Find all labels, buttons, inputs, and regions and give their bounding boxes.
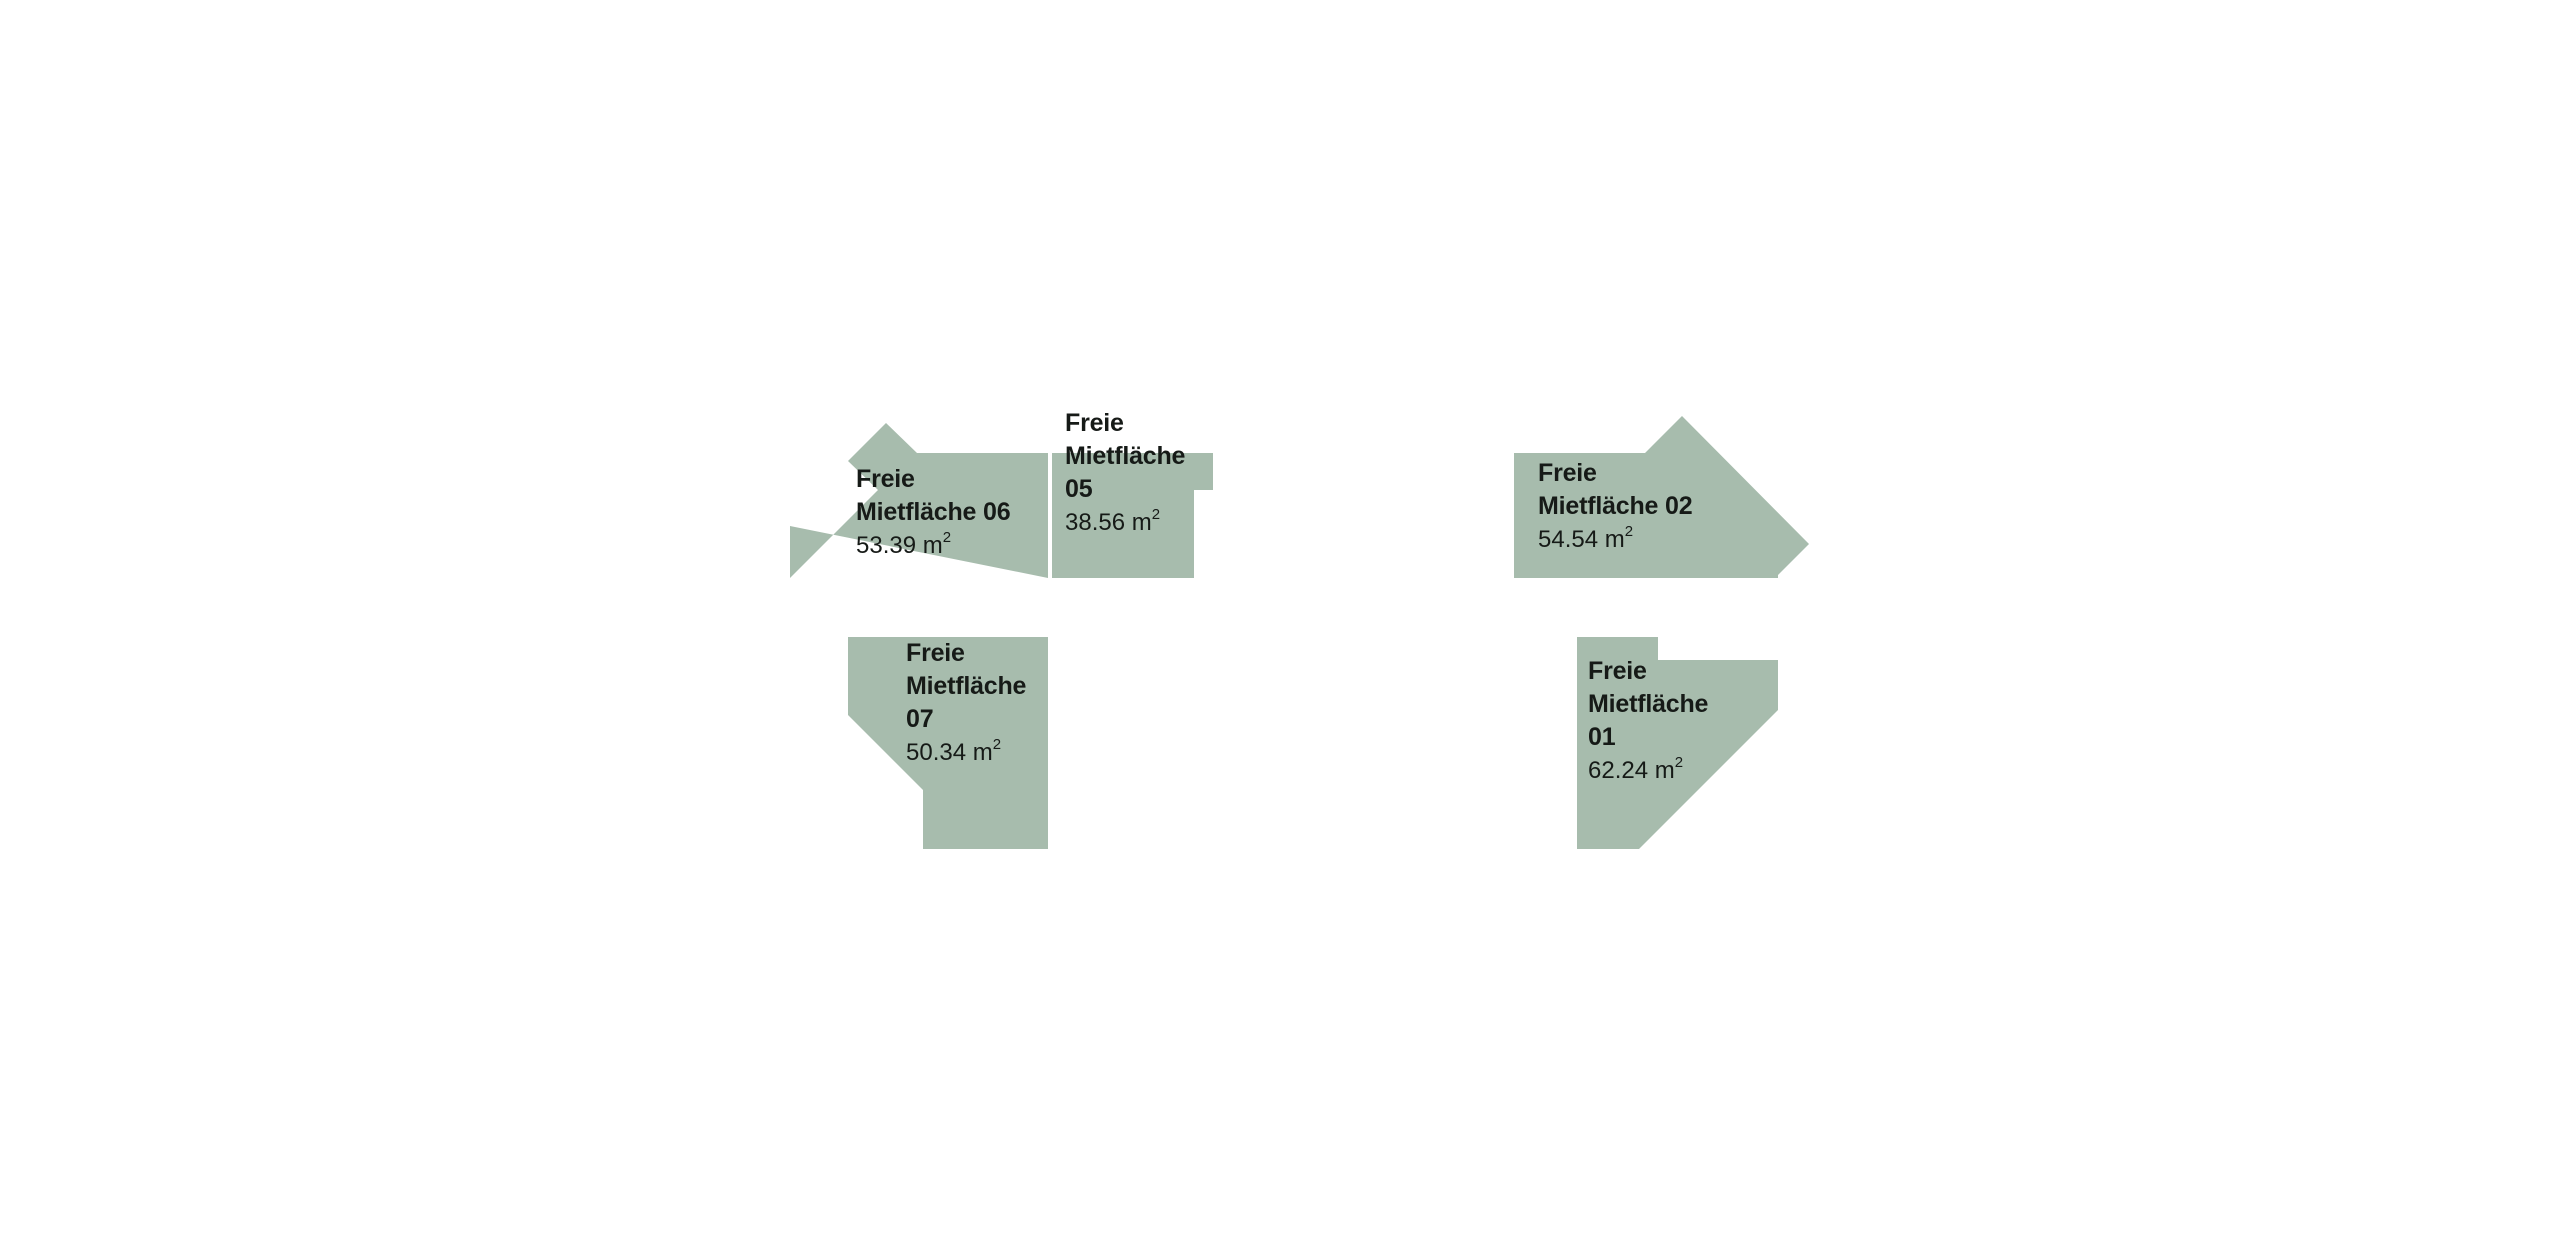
unit-name-line3: 01 — [1588, 723, 1616, 751]
unit-area: 54.54 m2 — [1538, 523, 1692, 556]
unit-shape-02[interactable] — [1514, 416, 1809, 578]
unit-area-value: 62.24 m — [1588, 757, 1675, 784]
unit-name-line2: Mietfläche — [1065, 442, 1186, 470]
unit-name-line2: Mietfläche — [906, 672, 1027, 700]
unit-area-exponent: 2 — [1674, 754, 1684, 771]
unit-area: 53.39 m2 — [856, 529, 1010, 562]
unit-area: 62.24 m2 — [1588, 754, 1708, 787]
unit-name-line1: Freie — [1065, 409, 1124, 437]
unit-area-value: 53.39 m — [856, 532, 943, 559]
unit-label-06[interactable]: Freie Mietfläche 06 53.39 m2 — [856, 463, 1011, 562]
unit-name-line2: Mietfläche 06 — [856, 498, 1011, 526]
unit-name-line1: Freie — [856, 465, 915, 493]
unit-area-exponent: 2 — [992, 736, 1002, 753]
unit-label-07[interactable]: Freie Mietfläche 07 50.34 m2 — [906, 637, 1026, 769]
unit-label-01[interactable]: Freie Mietfläche 01 62.24 m2 — [1588, 655, 1708, 787]
unit-name-line2: Mietfläche 02 — [1538, 492, 1693, 520]
unit-label-02[interactable]: Freie Mietfläche 02 54.54 m2 — [1538, 457, 1693, 556]
unit-area: 50.34 m2 — [906, 736, 1026, 769]
unit-area-exponent: 2 — [942, 529, 952, 546]
unit-shape-05[interactable] — [1052, 453, 1213, 578]
unit-area: 38.56 m2 — [1065, 506, 1185, 539]
unit-name-line3: 07 — [906, 705, 934, 733]
unit-name-line3: 05 — [1065, 475, 1093, 503]
unit-area-value: 54.54 m — [1538, 526, 1625, 553]
unit-label-05[interactable]: Freie Mietfläche 05 38.56 m2 — [1065, 407, 1185, 539]
unit-area-exponent: 2 — [1151, 506, 1161, 523]
unit-name-line2: Mietfläche — [1588, 690, 1709, 718]
unit-name-line1: Freie — [1588, 657, 1647, 685]
unit-shape-07[interactable] — [848, 637, 1048, 849]
unit-shape-06[interactable] — [790, 423, 1048, 578]
unit-name-line1: Freie — [1538, 459, 1597, 487]
unit-area-value: 50.34 m — [906, 739, 993, 766]
unit-shape-01[interactable] — [1577, 637, 1778, 849]
unit-name-line1: Freie — [906, 639, 965, 667]
unit-area-exponent: 2 — [1624, 523, 1634, 540]
unit-area-value: 38.56 m — [1065, 509, 1152, 536]
